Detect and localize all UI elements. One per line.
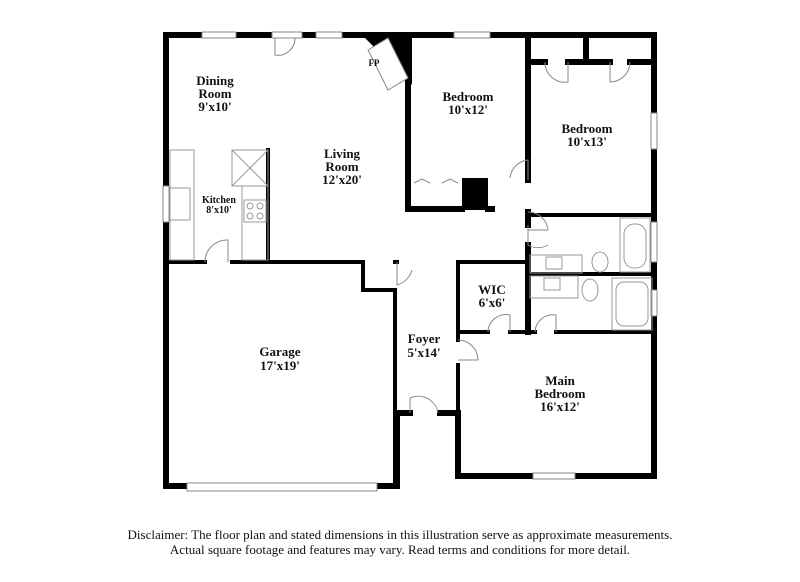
- room-label-garage: Garage 17'x19': [259, 344, 300, 373]
- disclaimer-line-2: Actual square footage and features may v…: [169, 542, 631, 557]
- disclaimer-line-1: Disclaimer: The floor plan and stated di…: [127, 527, 673, 542]
- svg-text:Foyer: Foyer: [408, 331, 441, 346]
- svg-text:12'x20': 12'x20': [322, 172, 362, 187]
- windows: [162, 31, 658, 492]
- svg-text:5'x14': 5'x14': [407, 345, 440, 360]
- svg-text:6'x6': 6'x6': [479, 295, 506, 310]
- room-label-bedroom-2: Bedroom 10'x13': [561, 121, 612, 149]
- svg-text:Bedroom: Bedroom: [561, 121, 612, 136]
- room-label-kitchen: Kitchen 8'x10': [202, 195, 236, 216]
- svg-text:Room: Room: [325, 159, 358, 174]
- svg-text:16'x12': 16'x12': [540, 399, 580, 414]
- svg-text:Bedroom: Bedroom: [534, 386, 585, 401]
- svg-text:8'x10': 8'x10': [206, 205, 232, 216]
- svg-text:10'x12': 10'x12': [448, 102, 488, 117]
- room-label-living-room: Living Room 12'x20': [322, 146, 362, 187]
- room-label-main-bedroom: Main Bedroom 16'x12': [534, 373, 585, 414]
- room-label-dining-room: Dining Room 9'x10': [196, 73, 234, 114]
- fixtures: [169, 149, 653, 331]
- walls: [163, 32, 657, 489]
- svg-text:Kitchen: Kitchen: [202, 195, 236, 206]
- svg-text:10'x13': 10'x13': [567, 134, 607, 149]
- room-label-foyer: Foyer 5'x14': [407, 331, 440, 360]
- svg-text:Dining: Dining: [196, 73, 234, 88]
- fireplace-label: FP: [369, 58, 380, 68]
- room-label-bedroom-1: Bedroom 10'x12': [442, 89, 493, 117]
- svg-text:Main: Main: [545, 373, 575, 388]
- svg-text:Room: Room: [198, 86, 231, 101]
- room-label-wic: WIC 6'x6': [478, 282, 505, 310]
- svg-text:Bedroom: Bedroom: [442, 89, 493, 104]
- svg-text:9'x10': 9'x10': [198, 99, 231, 114]
- svg-text:17'x19': 17'x19': [260, 358, 300, 373]
- svg-text:Garage: Garage: [259, 344, 300, 359]
- fireplace: [367, 37, 409, 91]
- doors: [204, 31, 631, 414]
- closet-block: [462, 178, 488, 210]
- svg-text:WIC: WIC: [478, 282, 505, 297]
- svg-text:Living: Living: [324, 146, 361, 161]
